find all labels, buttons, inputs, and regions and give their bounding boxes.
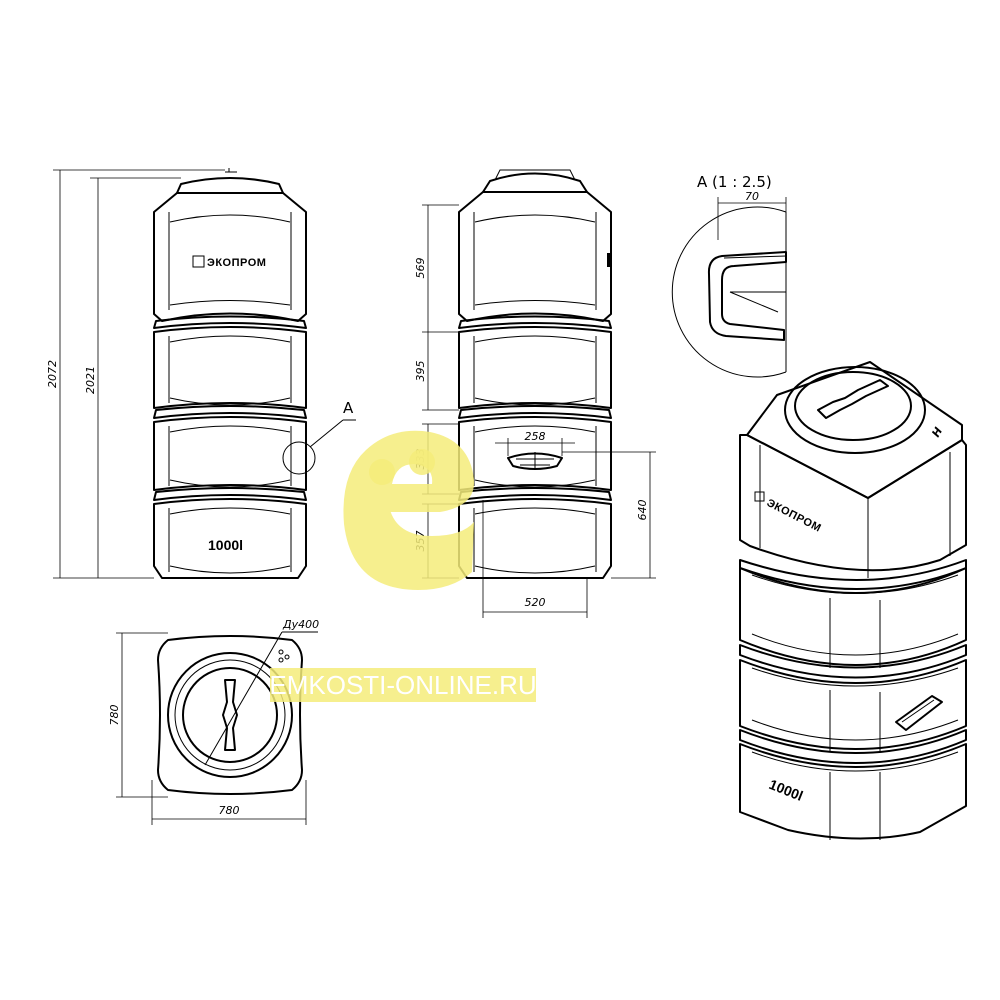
front-volume-label: 1000l xyxy=(208,537,243,553)
plan-view: Ду400 xyxy=(157,618,319,795)
dim-du400: Ду400 xyxy=(282,618,319,631)
iso-volume-label: 1000l xyxy=(767,776,805,804)
detail-a-marker: A xyxy=(343,399,354,417)
front-view: ЭКОПРОМ 1000l A xyxy=(153,168,356,579)
svg-text:Н: Н xyxy=(929,425,945,439)
side-band-1 xyxy=(458,315,612,329)
iso-top-face xyxy=(746,361,963,499)
dim-569: 569 xyxy=(414,258,427,279)
watermark-banner xyxy=(270,668,536,702)
iso-section-4 xyxy=(739,743,967,840)
front-section-4 xyxy=(153,498,307,579)
watermark-text: EMKOSTI-ONLINE.RU xyxy=(269,670,536,700)
front-band-3 xyxy=(153,487,307,501)
side-band-3 xyxy=(458,487,612,501)
front-band-2 xyxy=(153,405,307,419)
iso-section-1 xyxy=(739,434,967,572)
svg-text:ЭКОПРОМ: ЭКОПРОМ xyxy=(765,497,823,535)
front-lid xyxy=(176,177,284,194)
iso-band-3 xyxy=(739,729,967,764)
side-view xyxy=(458,169,612,579)
dim-780-width: 780 xyxy=(219,804,240,817)
dim-640: 640 xyxy=(636,500,649,521)
dim-395: 395 xyxy=(414,361,427,382)
side-section-2 xyxy=(458,326,612,409)
side-section-4 xyxy=(458,498,612,579)
detail-a-view: A (1 : 2.5) 70 xyxy=(671,173,787,378)
iso-band-2 xyxy=(739,644,967,679)
front-dimensions: 2072 2021 xyxy=(46,169,225,579)
detail-a-circle xyxy=(282,441,316,475)
side-hatch xyxy=(507,452,563,470)
side-lid xyxy=(482,172,588,193)
front-brand-label: ЭКОПРОМ xyxy=(207,257,266,269)
side-section-3 xyxy=(458,416,612,491)
plan-lid-ring xyxy=(167,652,293,778)
detail-a-boundary xyxy=(671,206,787,378)
iso-section-2 xyxy=(739,567,967,666)
dim-520: 520 xyxy=(525,596,546,609)
front-band-1 xyxy=(153,315,307,329)
iso-lid-ring xyxy=(784,366,926,454)
watermark-letter xyxy=(343,430,475,590)
iso-band-1 xyxy=(739,559,967,590)
iso-lid-handle xyxy=(817,379,889,419)
iso-hatch xyxy=(895,695,943,731)
dim-2072: 2072 xyxy=(46,360,59,388)
side-section-1 xyxy=(458,191,612,322)
dim-2021: 2021 xyxy=(84,366,97,394)
front-section-2 xyxy=(153,326,307,409)
iso-section-3 xyxy=(739,659,967,750)
plan-lid-handle xyxy=(222,679,238,751)
side-band-2 xyxy=(458,405,612,419)
dim-780-depth: 780 xyxy=(108,705,121,726)
detail-a-section xyxy=(707,251,787,341)
detail-a-title: A (1 : 2.5) xyxy=(697,173,772,191)
front-section-3 xyxy=(153,416,307,491)
plan-lid xyxy=(182,667,278,763)
iso-lid xyxy=(794,371,912,441)
watermark: EMKOSTI-ONLINE.RU xyxy=(269,430,537,702)
plan-dimensions: 780 780 xyxy=(108,632,307,825)
isometric-view: Н ЭКОПРОМ 1000l xyxy=(739,361,967,840)
side-stud xyxy=(607,253,611,267)
dim-70: 70 xyxy=(745,190,759,203)
dim-258: 258 xyxy=(525,430,546,443)
plan-outline xyxy=(157,635,303,795)
